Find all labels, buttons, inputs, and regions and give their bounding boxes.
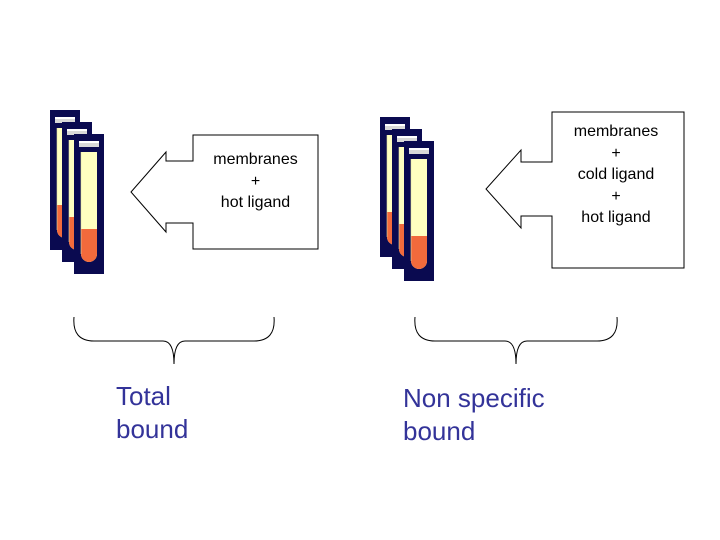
non-specific-bound-caption: Non specific bound (403, 382, 545, 448)
callout-line: membranes (213, 151, 298, 168)
right-arrow-callout (485, 111, 685, 269)
callout-line: + (611, 187, 621, 205)
callout-line: + (250, 172, 261, 190)
total-bound-caption: Total bound (116, 380, 188, 446)
right-brace (414, 316, 618, 365)
caption-line: Total (116, 381, 171, 411)
caption-line: bound (116, 414, 189, 444)
callout-line: + (611, 144, 621, 162)
caption-line: Non specific (403, 383, 545, 413)
right-test-tube-stack (379, 116, 435, 282)
left-arrow-callout (130, 134, 319, 250)
caption-line: bound (403, 416, 476, 446)
left-test-tube-stack (49, 109, 105, 275)
left-callout-text: membranes + hot ligand (193, 149, 318, 214)
right-callout-text: membranes + cold ligand + hot ligand (552, 121, 680, 229)
test-tube-icon (403, 140, 435, 282)
callout-line: membranes (573, 123, 659, 140)
callout-line: hot ligand (581, 209, 651, 226)
test-tube-icon (73, 133, 105, 275)
callout-line: hot ligand (220, 194, 291, 211)
callout-line: cold ligand (577, 166, 655, 183)
left-brace (73, 316, 275, 365)
